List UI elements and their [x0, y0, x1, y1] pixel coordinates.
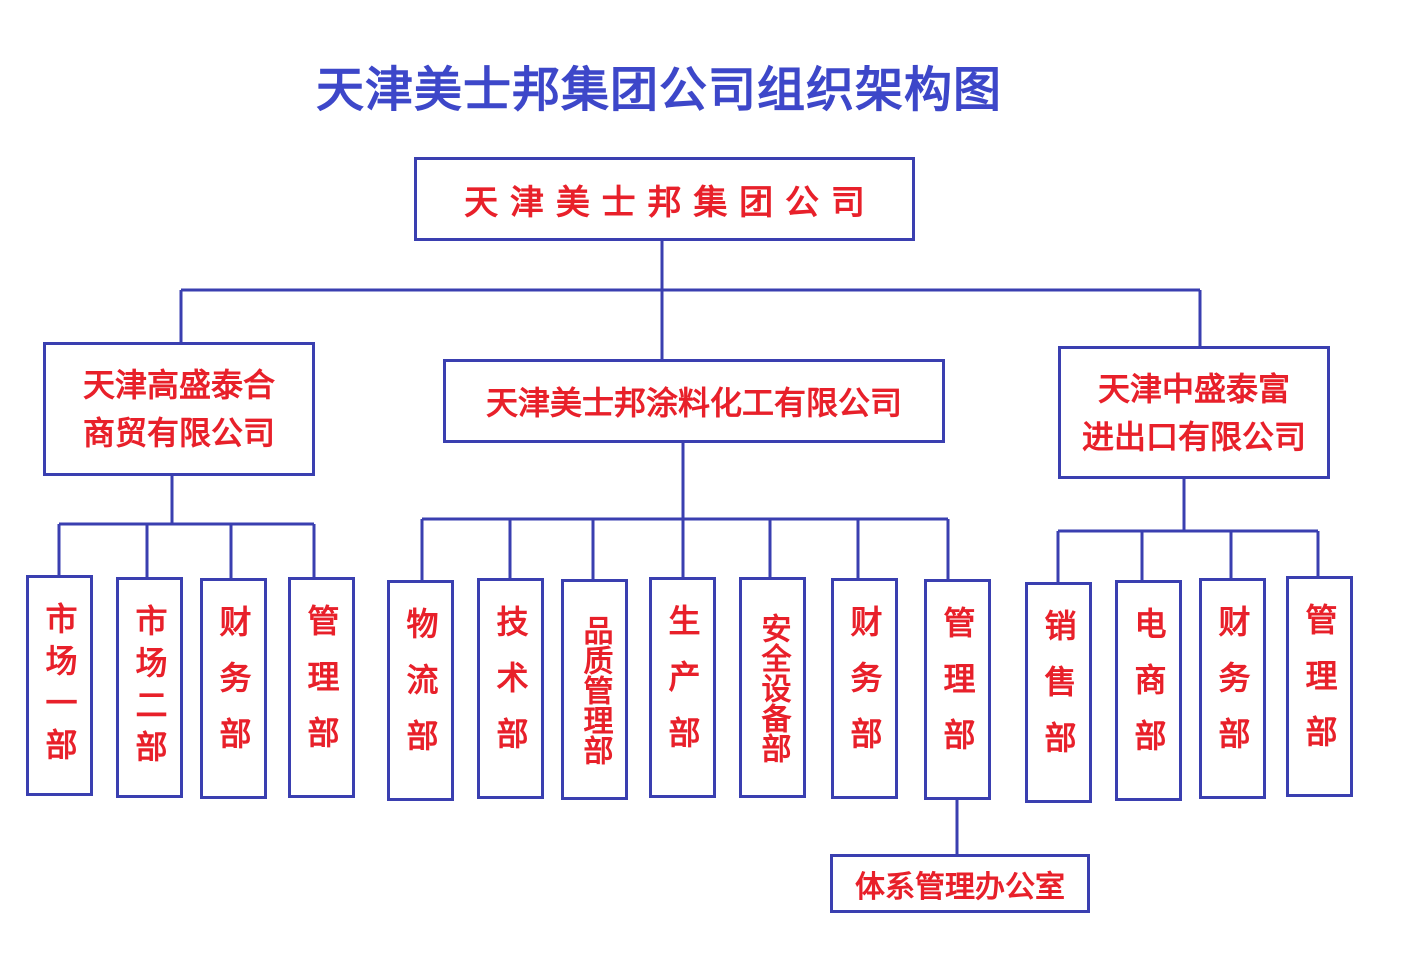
department-label: 财务部	[214, 604, 253, 773]
department-box: 市场二部	[116, 577, 183, 798]
department-label: 市场二部	[130, 603, 169, 772]
company-label-line: 天津高盛泰合	[82, 366, 275, 404]
company-box-gaoshengtaihe: 天津高盛泰合 商贸有限公司	[43, 342, 315, 476]
department-box: 财务部	[200, 578, 267, 799]
department-label: 生产部	[663, 603, 702, 772]
department-label: 财务部	[1213, 604, 1252, 773]
company-box-zhongshengtaifu: 天津中盛泰富 进出口有限公司	[1058, 346, 1330, 479]
department-label: 物流部	[401, 606, 440, 775]
root-company-box: 天 津 美 士 邦 集 团 公 司	[414, 157, 915, 241]
department-label: 财务部	[845, 604, 884, 773]
department-box: 管理部	[288, 577, 355, 798]
department-box: 生产部	[649, 577, 716, 798]
company-label-line: 天津美士邦涂料化工有限公司	[485, 384, 902, 422]
department-label: 电商部	[1129, 606, 1168, 775]
department-box: 管理部	[924, 579, 991, 800]
company-box-meishibang-coatings: 天津美士邦涂料化工有限公司	[443, 359, 945, 443]
company-label-line: 进出口有限公司	[1081, 417, 1306, 456]
department-box: 管理部	[1286, 576, 1353, 797]
department-label: 品质管理部	[577, 614, 613, 765]
department-box: 销售部	[1025, 582, 1092, 803]
department-box: 财务部	[831, 578, 898, 799]
department-label: 管理部	[1300, 602, 1339, 771]
department-label: 销售部	[1039, 608, 1078, 777]
department-box: 电商部	[1115, 580, 1182, 801]
department-box: 技术部	[477, 578, 544, 799]
department-label: 管理部	[302, 603, 341, 772]
department-box: 市场一部	[26, 575, 93, 796]
company-label-line: 商贸有限公司	[82, 414, 275, 452]
root-company-label: 天 津 美 士 邦 集 团 公 司	[464, 182, 865, 223]
department-box: 安全设备部	[739, 577, 806, 798]
department-box: 物流部	[387, 580, 454, 801]
department-label: 市场一部	[40, 601, 79, 770]
page-title: 天津美士邦集团公司组织架构图	[316, 62, 1003, 118]
department-label: 技术部	[491, 604, 530, 773]
department-label: 安全设备部	[755, 612, 791, 763]
department-box: 品质管理部	[561, 579, 628, 800]
sub-office-label: 体系管理办公室	[855, 869, 1065, 905]
company-label-line: 天津中盛泰富	[1097, 369, 1290, 408]
sub-office-box: 体系管理办公室	[830, 854, 1090, 913]
department-box: 财务部	[1199, 578, 1266, 799]
department-label: 管理部	[938, 605, 977, 774]
